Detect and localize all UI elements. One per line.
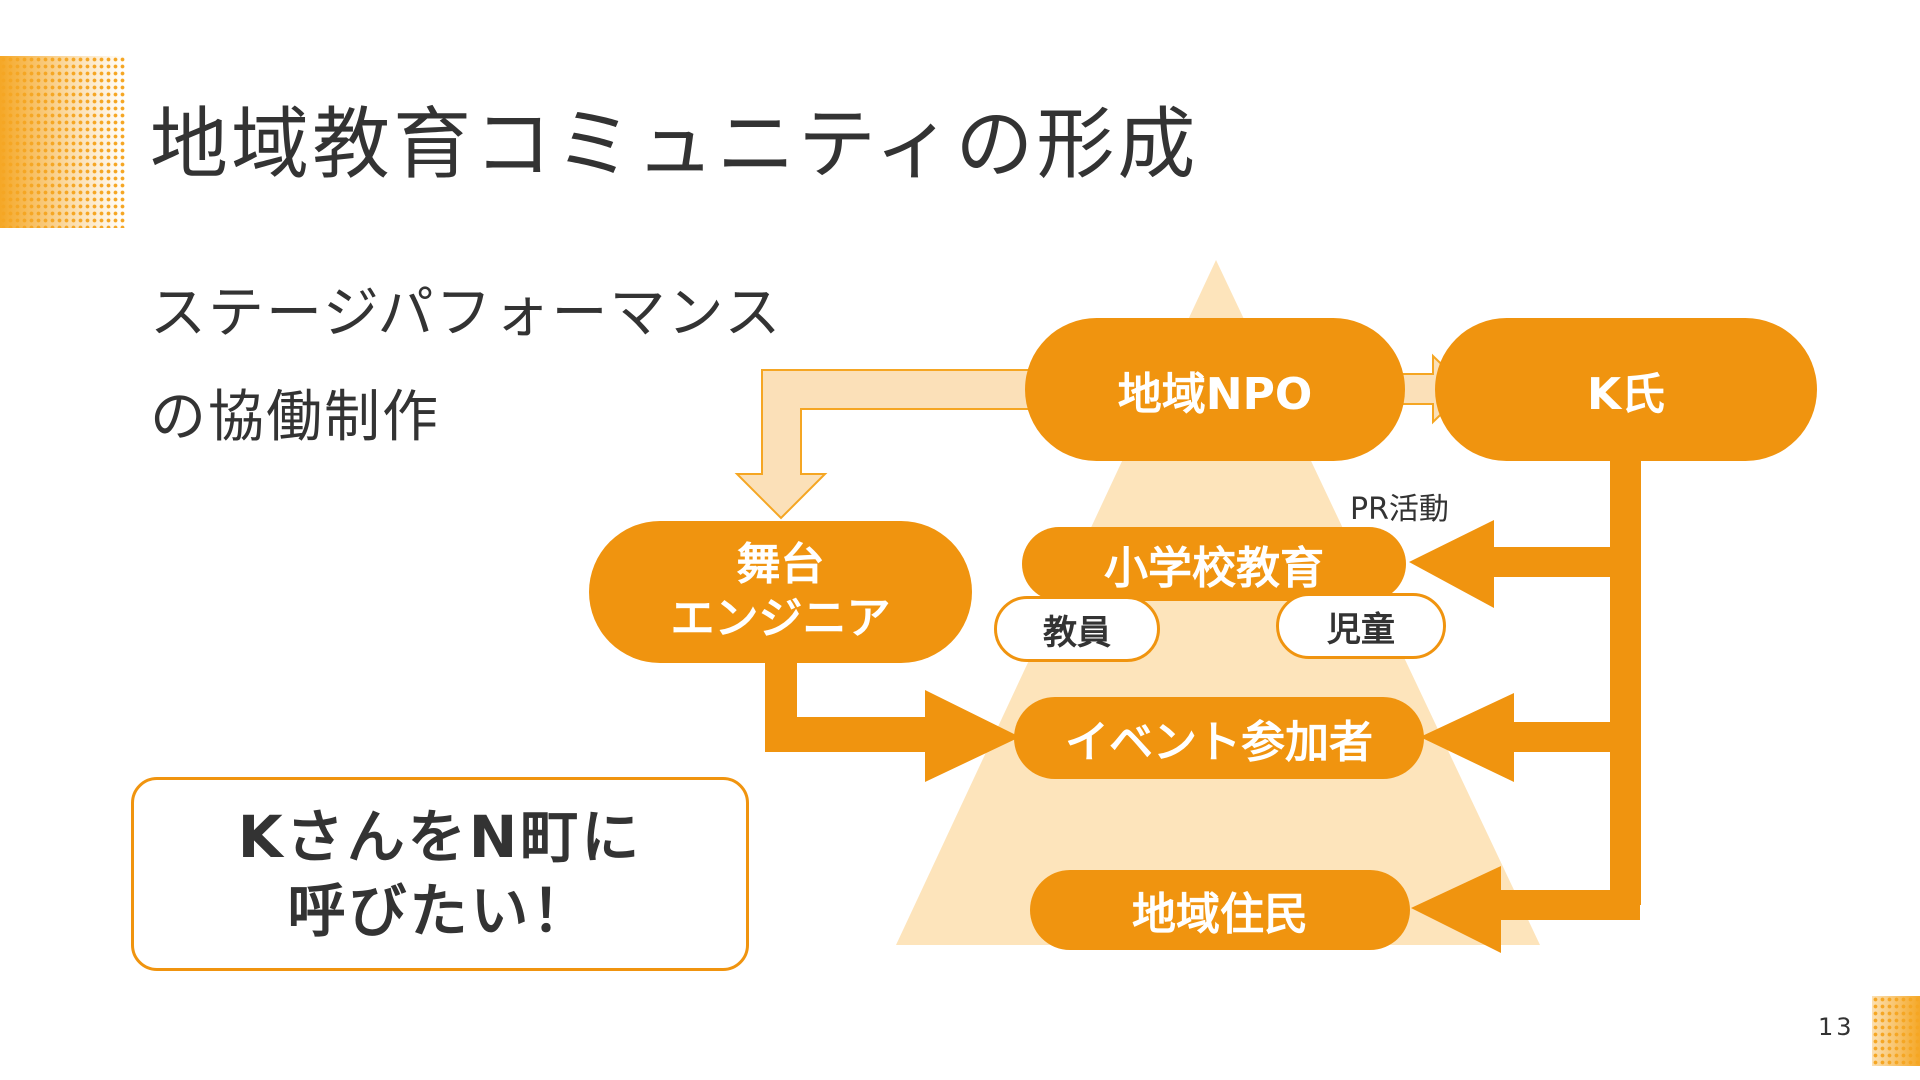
npo-to-engineer-arrow <box>734 369 1061 520</box>
node-children: 児童 <box>1276 593 1446 659</box>
corner-accent-decoration <box>1872 996 1920 1066</box>
node-local-residents-label: 地域住民 <box>1132 889 1308 940</box>
node-elementary-education: 小学校教育 <box>1022 527 1406 601</box>
subtitle-line-2: の協働制作 <box>150 385 440 450</box>
k-to-participants-arrowhead <box>1420 693 1514 782</box>
k-to-school-arrowhead <box>1409 520 1494 608</box>
subtitle-line-1: ステージパフォーマンス <box>150 281 783 346</box>
page-number: 13 <box>1818 1013 1855 1041</box>
node-event-participants-label: イベント参加者 <box>1065 717 1373 768</box>
node-stage-engineer-line-1: 舞台 <box>736 539 825 590</box>
node-teacher: 教員 <box>994 596 1160 662</box>
node-local-npo: 地域NPO <box>1025 318 1405 461</box>
node-stage-engineer: 舞台 エンジニア <box>589 521 972 663</box>
k-to-residents-arrowhead <box>1411 866 1501 953</box>
k-to-residents-shaft <box>1497 890 1640 920</box>
title-accent-decoration <box>0 56 125 228</box>
callout-line-2: 呼びたい！ <box>287 877 593 945</box>
node-mr-k-label: K氏 <box>1586 368 1666 420</box>
k-to-school-shaft <box>1490 547 1640 577</box>
node-local-residents: 地域住民 <box>1030 870 1410 950</box>
engineer-to-participants-arrow <box>765 660 1020 782</box>
node-mr-k: K氏 <box>1435 318 1817 461</box>
node-local-npo-label: 地域NPO <box>1117 368 1313 420</box>
callout-line-1: KさんをN町に <box>237 803 643 871</box>
node-event-participants: イベント参加者 <box>1014 697 1424 779</box>
k-to-participants-shaft <box>1510 722 1640 752</box>
node-elementary-education-label: 小学校教育 <box>1104 543 1324 594</box>
node-teacher-label: 教員 <box>1043 612 1111 653</box>
callout-box: KさんをN町に 呼びたい！ <box>131 777 749 971</box>
k-vertical-bar <box>1610 455 1641 905</box>
pr-activity-label: PR活動 <box>1350 492 1449 527</box>
node-children-label: 児童 <box>1327 609 1395 650</box>
slide-subtitle: ステージパフォーマンス の協働制作 <box>150 262 782 470</box>
slide-title: 地域教育コミュニティの形成 <box>150 100 1199 190</box>
node-stage-engineer-line-2: エンジニア <box>670 593 891 644</box>
